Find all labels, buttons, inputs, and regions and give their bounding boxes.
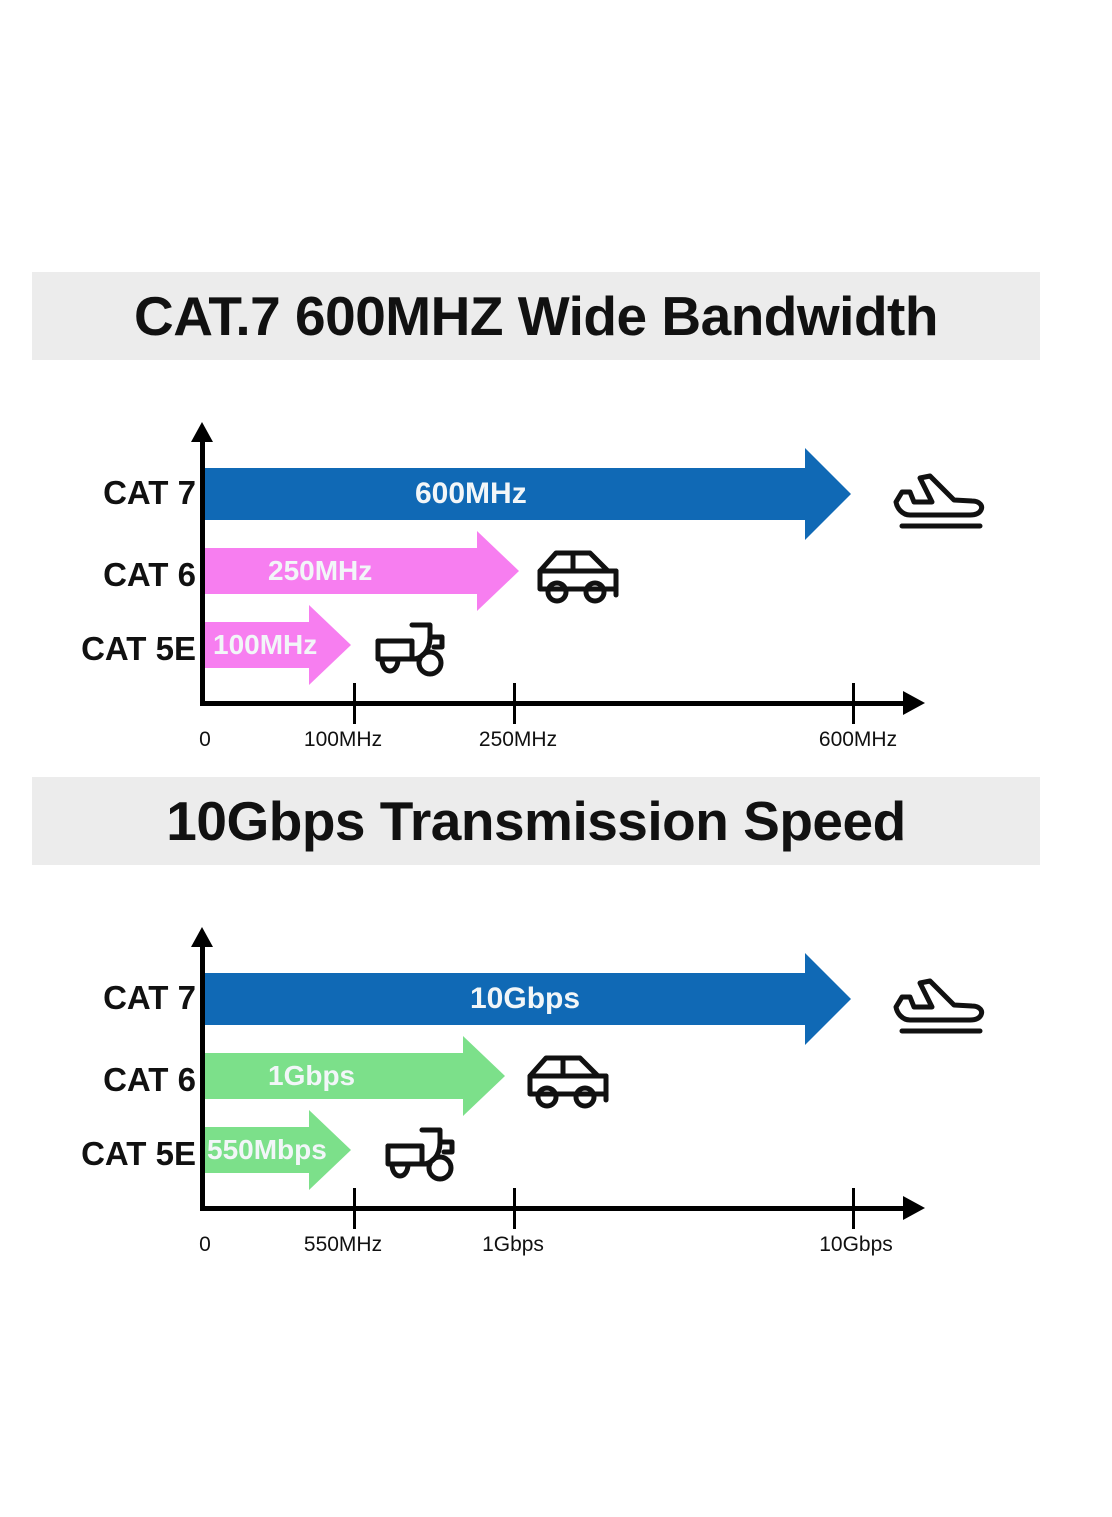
x-tick-label-0: 0 [199, 1233, 211, 1256]
y-axis-line [200, 438, 205, 706]
bar-shaft [205, 1127, 309, 1173]
x-tick-label-2: 250MHz [478, 728, 558, 751]
bar-value-cat5e: 550Mbps [207, 1134, 327, 1165]
row-label-cat6: CAT 6 [103, 1061, 196, 1098]
x-tick-label-2: 1Gbps [482, 1233, 544, 1256]
bar-cat6-speed: 1Gbps [205, 1036, 510, 1116]
y-axis-line [200, 943, 205, 1211]
x-axis-line [200, 1206, 905, 1211]
bandwidth-chart: 0 100MHz 250MHz 600MHz CAT 7 CAT 6 CAT 5… [0, 410, 1112, 755]
bar-cat7-bandwidth: 600MHz [205, 448, 851, 540]
y-axis-arrow-icon [191, 422, 213, 442]
bar-arrow-head-icon [805, 448, 851, 540]
x-tick-2 [513, 1188, 516, 1229]
section-title-banner-speed: 10Gbps Transmission Speed [32, 777, 1040, 865]
bar-shaft [205, 973, 805, 1025]
bar-value-cat6: 1Gbps [268, 1060, 356, 1091]
bar-arrow-head-icon [477, 531, 519, 611]
bar-arrow-head-icon [309, 1110, 351, 1190]
bar-shaft [205, 468, 805, 520]
bar-cat5e-bandwidth: 100MHz [205, 605, 353, 685]
section-title-banner-bandwidth: CAT.7 600MHZ Wide Bandwidth [32, 272, 1040, 360]
bar-value-cat5e: 100MHz [213, 629, 318, 660]
bar-cat5e-speed: 550Mbps [205, 1110, 353, 1190]
bar-arrow-head-icon [309, 605, 351, 685]
x-tick-1 [353, 683, 356, 724]
row-label-cat5e: CAT 5E [81, 1135, 196, 1172]
page-title-speed: 10Gbps Transmission Speed [166, 789, 906, 852]
x-axis-line [200, 701, 905, 706]
bar-cat6-bandwidth: 250MHz [205, 531, 525, 611]
bar-arrow-head-icon [463, 1036, 505, 1116]
bar-shaft [205, 622, 309, 668]
airplane-icon [880, 468, 990, 538]
bar-arrow-head-icon [805, 953, 851, 1045]
row-label-cat5e: CAT 5E [81, 630, 196, 667]
bar-cat7-speed: 10Gbps [205, 953, 851, 1045]
row-label-cat6: CAT 6 [103, 556, 196, 593]
x-tick-3 [852, 683, 855, 724]
row-label-cat7: CAT 7 [103, 979, 196, 1016]
scooter-icon [378, 1120, 470, 1184]
x-tick-label-3: 10Gbps [819, 1233, 893, 1256]
airplane-icon [880, 973, 990, 1043]
x-axis-arrow-icon [903, 691, 925, 715]
y-axis-arrow-icon [191, 927, 213, 947]
x-tick-3 [852, 1188, 855, 1229]
bar-value-cat7: 10Gbps [470, 982, 581, 1015]
row-label-cat7: CAT 7 [103, 474, 196, 511]
bar-value-cat7: 600MHz [415, 477, 527, 510]
bar-shaft [205, 1053, 463, 1099]
bar-shaft [205, 548, 477, 594]
x-tick-label-0: 0 [199, 728, 211, 751]
x-tick-1 [353, 1188, 356, 1229]
scooter-icon [368, 615, 460, 679]
x-tick-2 [513, 683, 516, 724]
x-axis-arrow-icon [903, 1196, 925, 1220]
car-icon [520, 1050, 616, 1112]
x-tick-label-3: 600MHz [818, 728, 898, 751]
page-title-bandwidth: CAT.7 600MHZ Wide Bandwidth [134, 284, 938, 347]
bar-value-cat6: 250MHz [268, 555, 373, 586]
x-tick-label-1: 100MHz [303, 728, 383, 751]
speed-chart: 0 550MHz 1Gbps 10Gbps CAT 7 CAT 6 CAT 5E… [0, 915, 1112, 1260]
car-icon [530, 545, 626, 607]
x-tick-label-1: 550MHz [303, 1233, 383, 1256]
